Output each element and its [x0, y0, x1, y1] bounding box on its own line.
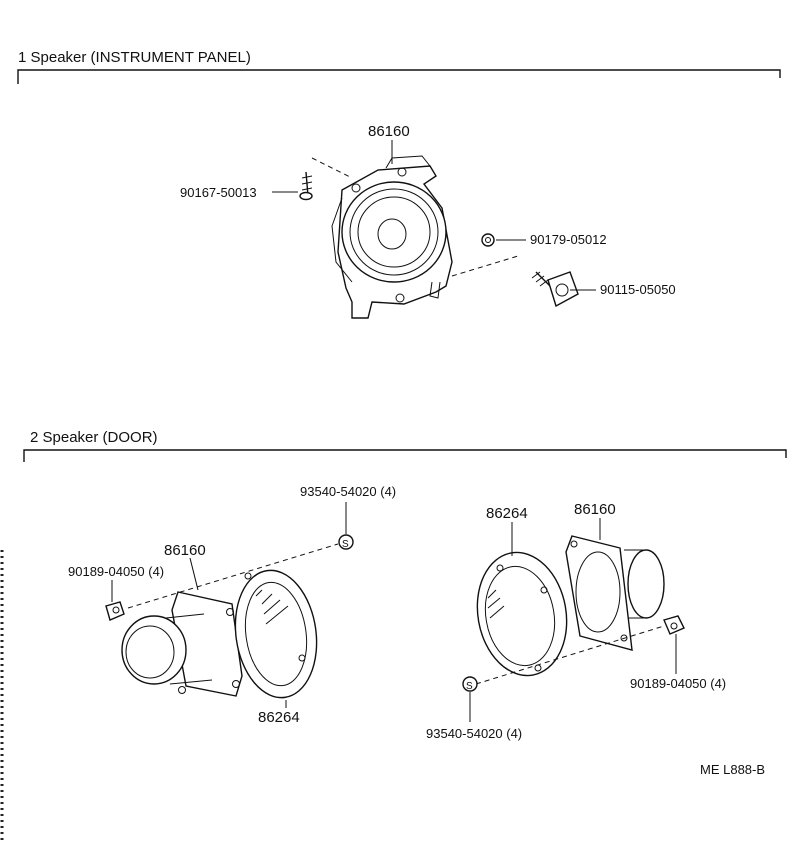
- right-grille-inner: [484, 565, 556, 667]
- bracket-tab-top: [385, 155, 431, 169]
- label-right-grille: 86264: [486, 505, 528, 522]
- section-bracket: [23, 449, 787, 462]
- label-left-speaker: 86160: [164, 542, 206, 559]
- screw-head: [299, 191, 313, 201]
- left-frame-hole-3: [178, 686, 186, 694]
- left-clip-guide: [127, 543, 339, 609]
- leader-left-speaker: [189, 557, 199, 591]
- bracket-tab-right: [429, 281, 441, 299]
- left-grille-ring: [234, 569, 318, 699]
- right-grille-mesh: [487, 589, 505, 619]
- right-speaker-magnet: [627, 549, 665, 619]
- door-left-assembly: 90189-04050 (4) S 93540-54020 (4) 86160 …: [68, 484, 396, 726]
- left-magnet-face: [125, 625, 175, 679]
- label-right-clip: 93540-54020 (4): [426, 726, 522, 741]
- left-clip-glyph: S: [342, 539, 349, 550]
- label-left-grille: 86264: [258, 709, 300, 726]
- speaker-cone-outer: [357, 196, 431, 268]
- speaker-cone-center: [377, 218, 407, 250]
- right-screw-clip: [663, 615, 685, 635]
- left-frame-hole-1: [226, 608, 234, 616]
- right-speaker-cone: [575, 551, 621, 633]
- screw-threads: [301, 175, 313, 191]
- section-door: 2 Speaker (DOOR): [23, 429, 787, 462]
- label-panel-speaker: 86160: [368, 123, 410, 140]
- left-grille-hole-2: [298, 654, 306, 662]
- right-grille-hole-1: [496, 564, 504, 572]
- right-clip: [462, 676, 478, 692]
- label-nut: 90179-05012: [530, 232, 607, 247]
- panel-speaker-assembly: 86160: [331, 123, 453, 319]
- left-speaker-body: [165, 613, 213, 685]
- section-title-door: 2 Speaker (DOOR): [30, 429, 158, 446]
- section-bracket: [17, 69, 781, 84]
- left-screw-head: [112, 606, 120, 614]
- label-bolt: 90115-05050: [600, 282, 676, 297]
- mount-hole-1: [351, 183, 361, 193]
- section-instrument-panel: 1 Speaker (INSTRUMENT PANEL): [17, 49, 781, 84]
- label-right-speaker: 86160: [574, 501, 616, 518]
- diagram-code: ME L888-B: [700, 762, 765, 777]
- speaker-rim-outer: [341, 181, 447, 283]
- left-grille-inner: [244, 581, 308, 687]
- bolt-head: [555, 283, 569, 297]
- label-left-screw: 90189-04050 (4): [68, 564, 164, 579]
- label-panel-screw: 90167-50013: [180, 185, 257, 200]
- left-grille-hole-1: [244, 572, 252, 580]
- speaker-rim-inner: [349, 188, 439, 276]
- right-grille-ring: [476, 551, 568, 677]
- bolt-plate: [547, 271, 579, 308]
- right-frame-hole-2: [620, 634, 628, 642]
- left-clip: [338, 534, 354, 550]
- bolt-threads: [531, 271, 549, 287]
- label-left-clip: 93540-54020 (4): [300, 484, 396, 499]
- bolt-guide: [451, 255, 519, 277]
- nut: [481, 233, 495, 247]
- right-frame-hole-1: [570, 540, 578, 548]
- speaker-back-edge: [331, 197, 353, 283]
- left-grille-mesh: [255, 589, 289, 625]
- nut-hole: [485, 237, 491, 243]
- section-title-instrument-panel: 1 Speaker (INSTRUMENT PANEL): [18, 49, 251, 66]
- right-clip-glyph: S: [466, 681, 473, 692]
- screw-guide: [311, 157, 353, 179]
- panel-screw: 90167-50013: [180, 157, 353, 201]
- right-clip-guide: [475, 625, 665, 685]
- label-right-screw: 90189-04050 (4): [630, 676, 726, 691]
- mount-hole-3: [395, 293, 405, 303]
- right-screw-head: [670, 622, 678, 630]
- left-speaker-frame: [171, 591, 243, 697]
- right-magnet-body: [624, 549, 646, 619]
- left-frame-hole-2: [232, 680, 240, 688]
- right-grille-hole-2: [540, 586, 548, 594]
- mount-hole-2: [397, 167, 407, 177]
- speaker-bracket: [337, 165, 453, 319]
- panel-nut-bolt: 90179-05012 90115-05050: [451, 232, 676, 308]
- left-screw-clip: [105, 601, 125, 621]
- door-right-assembly: S 93540-54020 (4) 90189-04050 (4) 86264 …: [426, 501, 726, 741]
